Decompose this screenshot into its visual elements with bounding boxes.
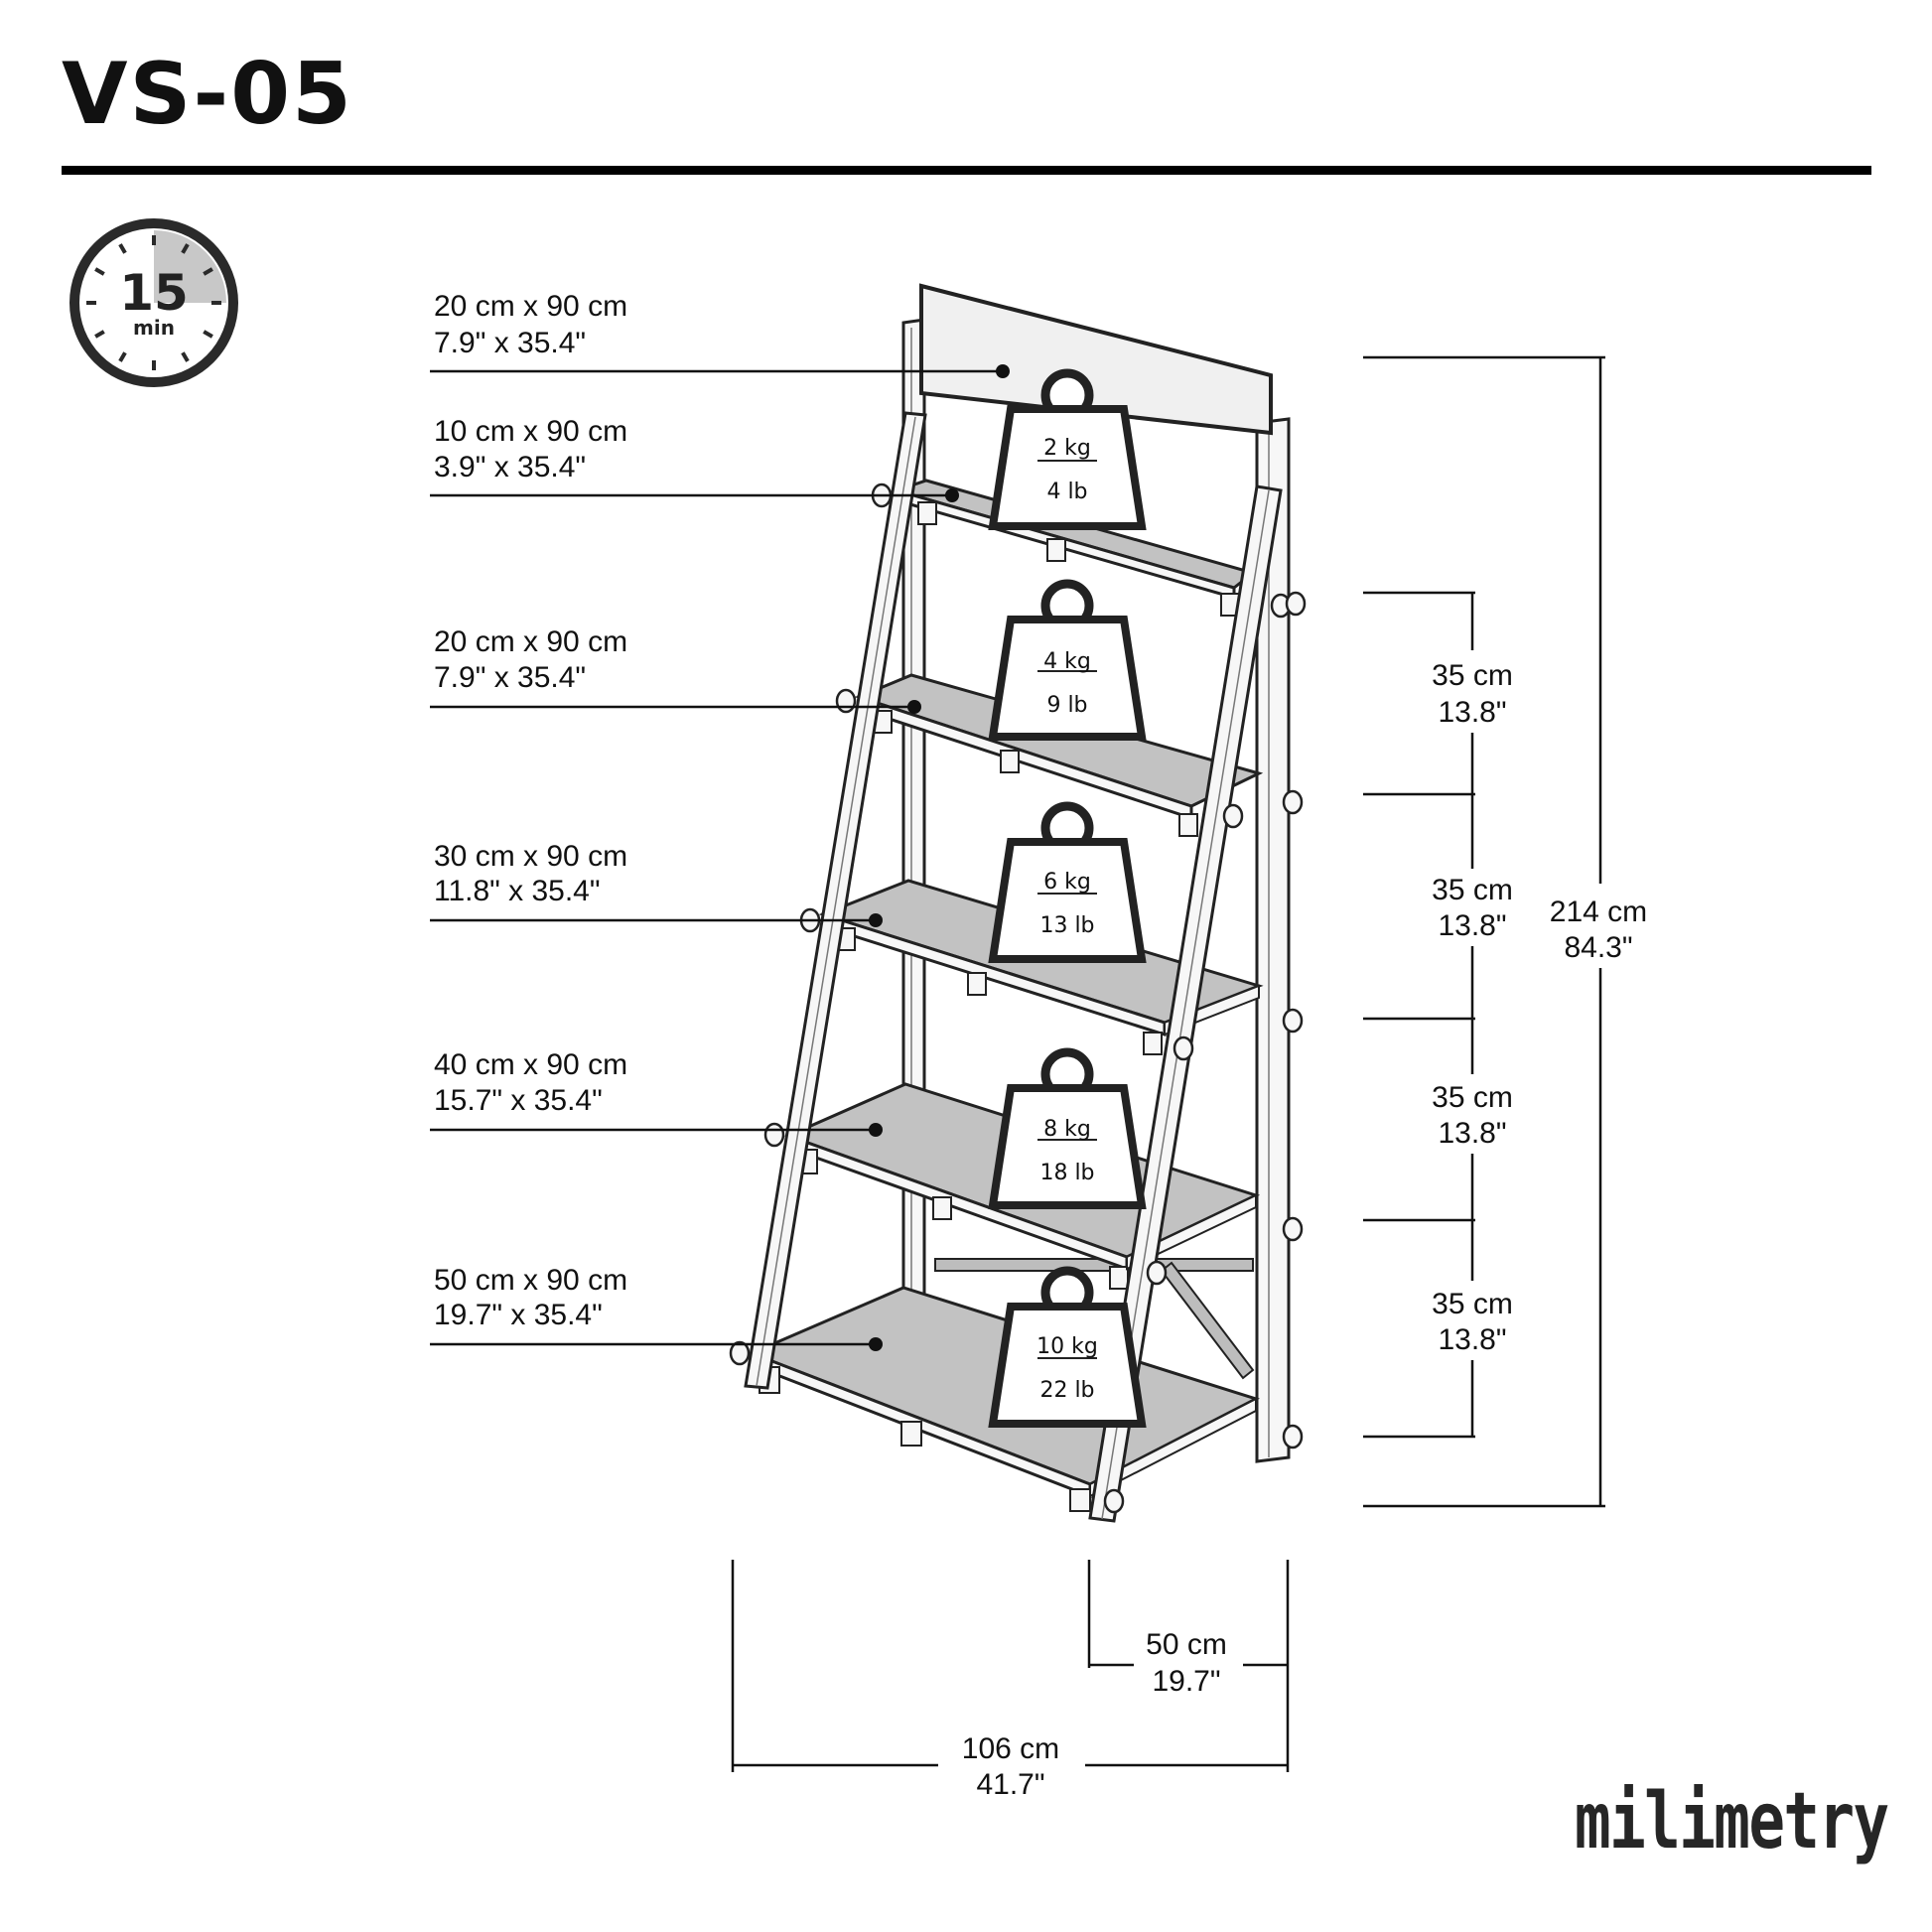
spacing-2-imperial: 13.8"	[1438, 909, 1506, 942]
spacing-3-imperial: 13.8"	[1438, 1117, 1506, 1150]
clock-tick	[203, 267, 213, 276]
peg	[1173, 1035, 1194, 1061]
weight-3-kg: 6 kg	[1043, 870, 1091, 895]
peg	[1285, 591, 1307, 617]
clock-tick	[94, 330, 105, 339]
leader-dot	[869, 1337, 883, 1351]
back-board	[919, 283, 1273, 436]
peg	[1282, 789, 1304, 815]
clock-icon: 15 min	[69, 218, 238, 387]
leader-dot	[869, 1123, 883, 1137]
clock-elapsed-sector	[154, 230, 226, 303]
clock-tick	[118, 351, 127, 362]
shelf-2-imperial: 7.9" x 35.4"	[434, 661, 586, 694]
spacing-4-imperial: 13.8"	[1438, 1323, 1506, 1356]
peg	[1146, 1260, 1168, 1286]
weight-1-lb: 4 lb	[1046, 480, 1087, 504]
top-board-metric: 20 cm x 90 cm	[434, 290, 627, 323]
weight-1-kg: 2 kg	[1043, 436, 1091, 461]
leader-dot	[996, 364, 1010, 378]
width-imperial: 41.7"	[976, 1768, 1044, 1801]
weight-icon	[988, 579, 1147, 741]
weight-4-kg: 8 kg	[1043, 1117, 1091, 1142]
shelf-5-metric: 50 cm x 90 cm	[434, 1264, 627, 1297]
spacing-1-imperial: 13.8"	[1438, 696, 1506, 729]
clock-tick	[203, 330, 213, 339]
width-metric: 106 cm	[962, 1732, 1059, 1765]
spacing-4-metric: 35 cm	[1432, 1288, 1513, 1320]
weight-icon	[988, 1047, 1147, 1209]
callout-leaders	[430, 364, 1010, 1351]
weight-body	[988, 838, 1147, 963]
weight-2-lb: 9 lb	[1046, 693, 1087, 718]
weight-icon	[988, 1266, 1147, 1428]
header-divider	[62, 166, 1871, 175]
shelf-3-metric: 30 cm x 90 cm	[434, 840, 627, 873]
spacing-1-metric: 35 cm	[1432, 659, 1513, 692]
peg	[1282, 1216, 1304, 1242]
clock-tick	[94, 267, 105, 276]
peg	[835, 688, 857, 714]
leader-dot	[945, 488, 959, 502]
clock-minutes: 15	[119, 264, 189, 322]
weight-4-lb: 18 lb	[1039, 1161, 1094, 1185]
leader-dot	[907, 700, 921, 714]
weight-body	[988, 1303, 1147, 1428]
front-left-leg	[744, 411, 927, 1390]
back-right-post	[1255, 417, 1291, 1463]
shelf-3-imperial: 11.8" x 35.4"	[434, 875, 601, 907]
weight-3-lb: 13 lb	[1039, 913, 1094, 938]
top-board-imperial: 7.9" x 35.4"	[434, 327, 586, 359]
clock-tick	[181, 243, 190, 254]
weight-labels: 2 kg 4 lb 4 kg 9 lb 6 kg 13 lb 8 kg 18 l…	[1036, 436, 1098, 1403]
height-dimension-labels: 35 cm 13.8" 35 cm 13.8" 35 cm 13.8" 35 c…	[1432, 659, 1647, 1356]
clock-tick	[181, 351, 190, 362]
peg	[1222, 803, 1244, 829]
depth-metric: 50 cm	[1146, 1628, 1227, 1661]
weight-body	[988, 405, 1147, 530]
weight-icon	[988, 368, 1147, 530]
leader-dot	[869, 913, 883, 927]
brand-logo: milimetry	[1575, 1777, 1889, 1866]
depth-imperial: 19.7"	[1152, 1665, 1220, 1698]
shelf-1-imperial: 3.9" x 35.4"	[434, 451, 586, 483]
peg	[729, 1340, 751, 1366]
spacing-2-metric: 35 cm	[1432, 874, 1513, 906]
weight-5-kg: 10 kg	[1036, 1334, 1098, 1359]
peg	[1282, 1008, 1304, 1034]
shelf-4-metric: 40 cm x 90 cm	[434, 1048, 627, 1081]
height-metric: 214 cm	[1550, 896, 1647, 928]
spacing-3-metric: 35 cm	[1432, 1081, 1513, 1114]
shelf-1-metric: 10 cm x 90 cm	[434, 415, 627, 448]
peg	[1282, 1424, 1304, 1449]
clock-unit: min	[133, 316, 175, 340]
pegs	[729, 483, 1307, 1514]
weight-icon	[988, 801, 1147, 963]
shelf-5-imperial: 19.7" x 35.4"	[434, 1299, 603, 1331]
shelf-2-metric: 20 cm x 90 cm	[434, 625, 627, 658]
height-imperial: 84.3"	[1564, 931, 1632, 964]
clock-tick	[118, 243, 127, 254]
footprint-dimensions	[731, 1560, 1290, 1772]
peg	[1103, 1488, 1125, 1514]
height-dimensions	[1363, 355, 1605, 1508]
weight-2-kg: 4 kg	[1043, 649, 1091, 674]
shelf-4-imperial: 15.7" x 35.4"	[434, 1084, 603, 1117]
footprint-labels: 50 cm 19.7" 106 cm 41.7"	[962, 1628, 1227, 1801]
model-title: VS-05	[62, 45, 353, 144]
weight-body	[988, 616, 1147, 741]
weight-5-lb: 22 lb	[1039, 1378, 1094, 1403]
weight-body	[988, 1084, 1147, 1209]
weights	[988, 368, 1147, 1428]
peg	[763, 1122, 785, 1148]
shelf-labels: 20 cm x 90 cm 7.9" x 35.4" 10 cm x 90 cm…	[434, 290, 627, 1331]
